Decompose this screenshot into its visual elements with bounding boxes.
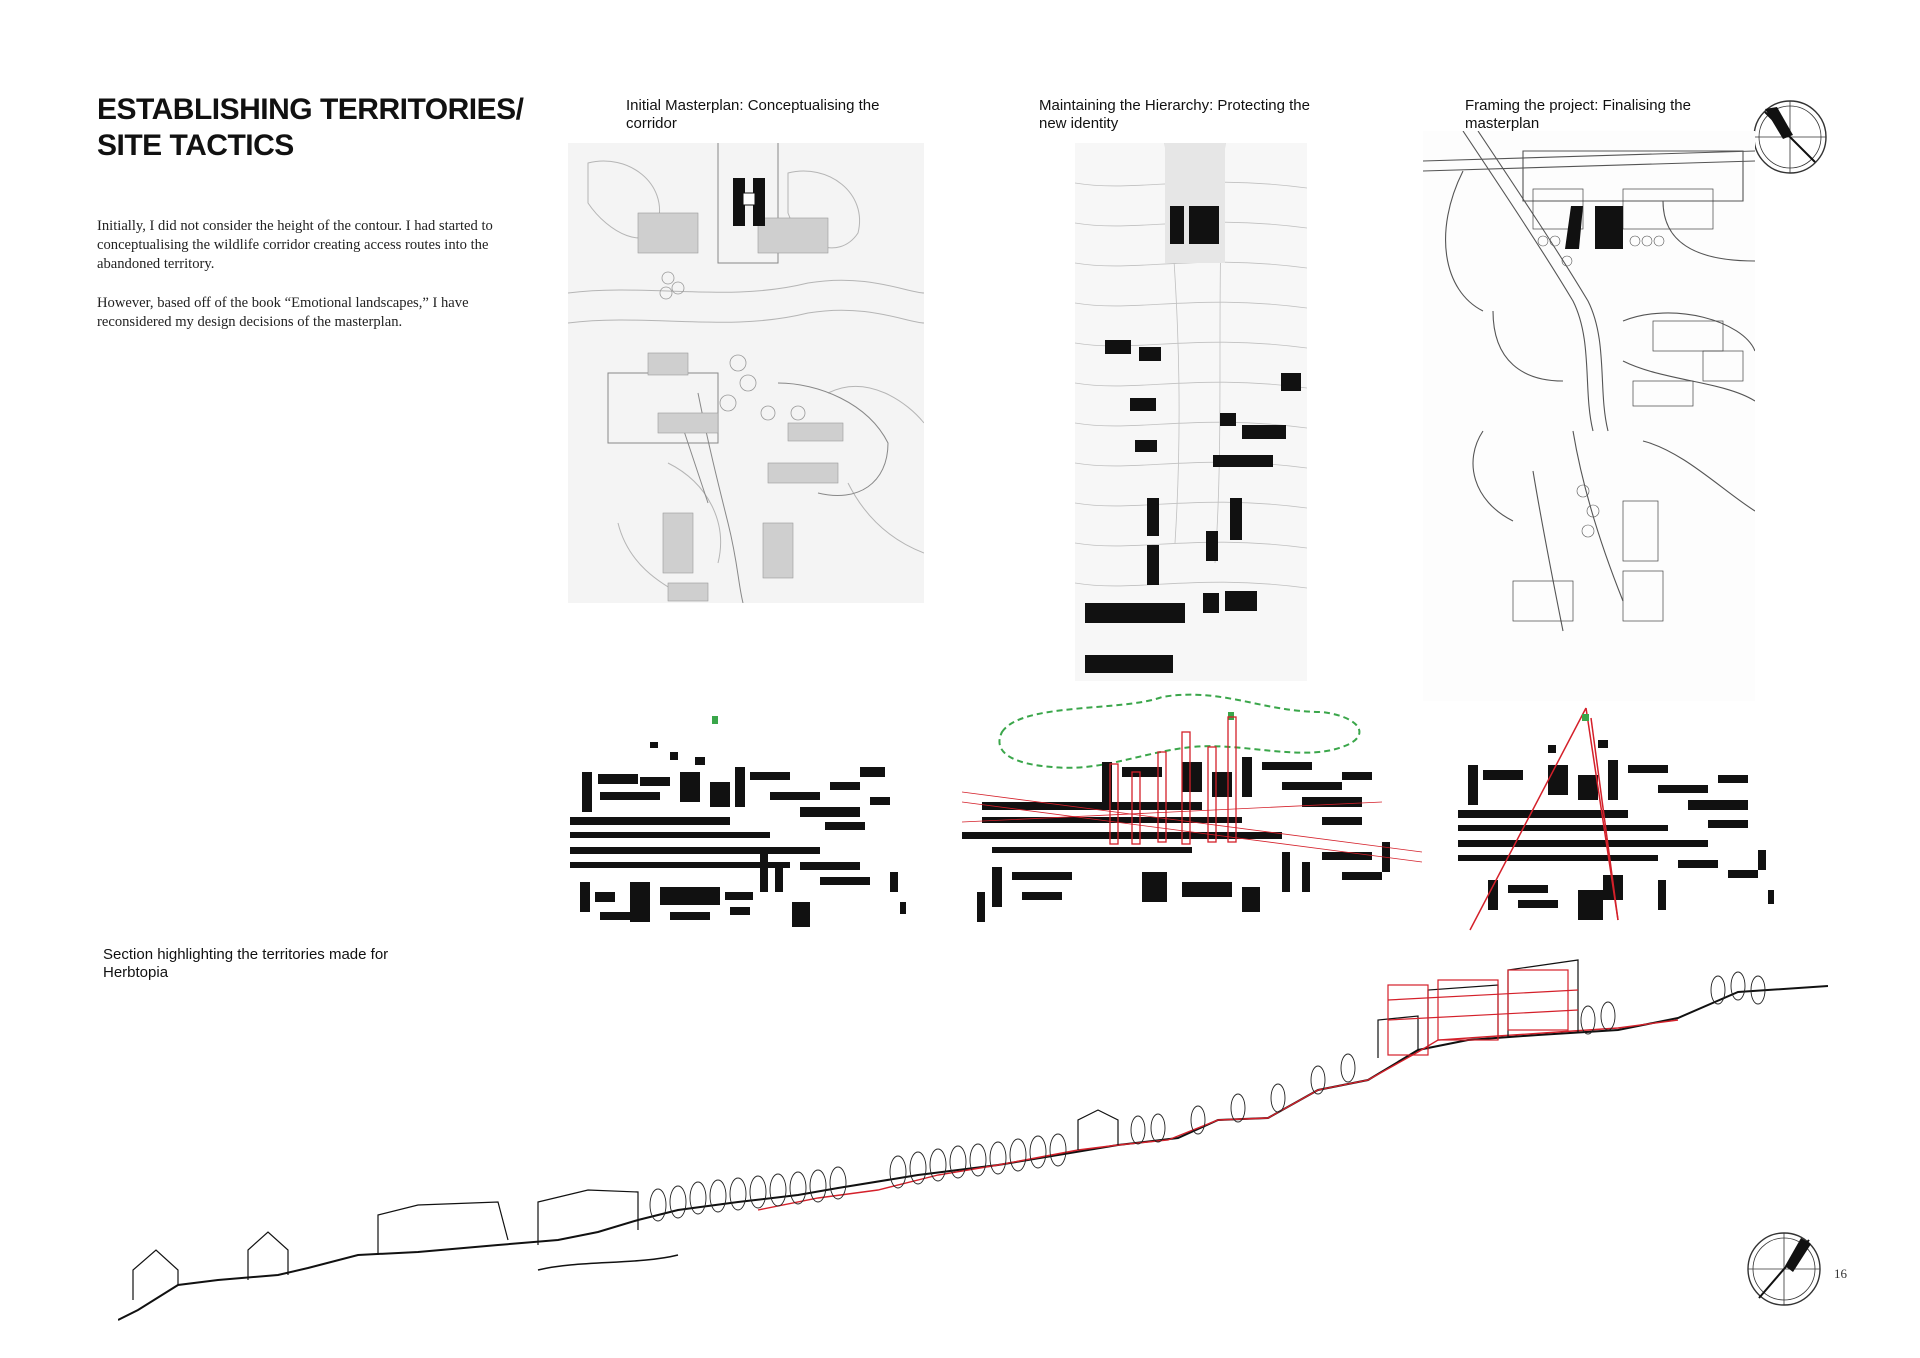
figure-ground-plan-2 [962,692,1422,942]
caption-framing-project: Framing the project: Finalising the mast… [1465,97,1691,132]
title-line-2: SITE TACTICS [97,129,294,162]
intro-paragraph-2: However, based off of the book “Emotiona… [97,295,469,330]
intro-paragraph-1: Initially, I did not consider the height… [97,218,493,272]
section-drawing [118,940,1828,1330]
figure-ground-plan-1 [570,712,910,942]
figure-ground-plan-3 [1458,700,1778,940]
page-number: 16 [1834,1266,1847,1281]
north-arrow-icon [1743,1228,1825,1310]
caption-initial-masterplan: Initial Masterplan: Conceptualising the … [626,97,880,132]
caption-section: Section highlighting the territories mad… [103,946,389,981]
page-title: ESTABLISHING TERRITORIES/ SITE TACTICS [97,92,537,164]
masterplan-final-drawing [1423,131,1755,701]
masterplan-initial-drawing [568,143,924,603]
title-line-1: ESTABLISHING TERRITORIES/ [97,93,524,126]
north-arrow-icon [1745,97,1835,177]
caption-maintaining-hierarchy: Maintaining the Hierarchy: Protecting th… [1039,97,1310,132]
masterplan-hierarchy-drawing [1075,143,1307,681]
